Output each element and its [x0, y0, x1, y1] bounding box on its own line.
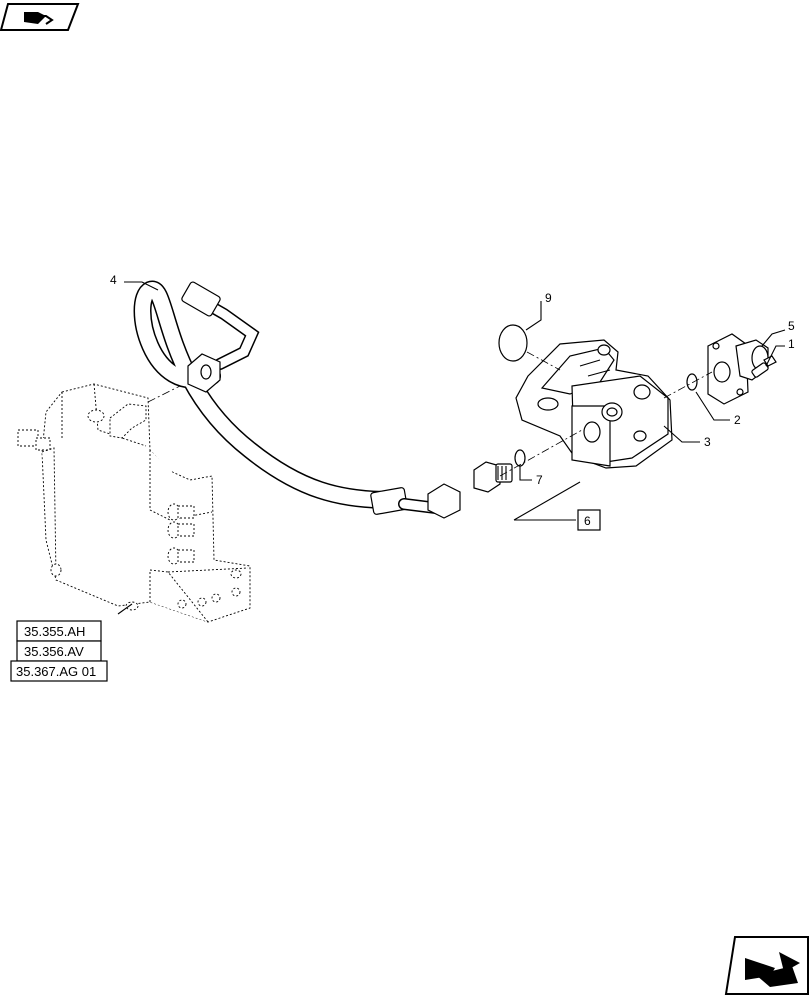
- callout-3: 3: [704, 435, 711, 449]
- next-page-icon[interactable]: [724, 936, 809, 995]
- leader-lines: [117, 281, 786, 615]
- callout-9: 9: [545, 291, 552, 305]
- svg-text:35.356.AV: 35.356.AV: [24, 644, 84, 659]
- callout-7: 7: [536, 473, 543, 487]
- assembly-centerlines: [147, 351, 713, 477]
- previous-page-icon[interactable]: [0, 3, 80, 31]
- seal-2: [686, 373, 698, 391]
- callout-6-box[interactable]: 6: [577, 509, 601, 531]
- pump-assembly: [515, 339, 673, 469]
- callout-2: 2: [734, 413, 741, 427]
- o-ring-7: [514, 449, 526, 467]
- control-valve-block: [17, 383, 251, 623]
- svg-text:35.367.AG 01: 35.367.AG 01: [16, 664, 96, 679]
- reference-link-1[interactable]: 35.355.AH: [16, 620, 102, 642]
- reference-link-2[interactable]: 35.356.AV: [16, 640, 102, 662]
- callout-1: 1: [788, 337, 795, 351]
- o-ring-9: [498, 324, 528, 362]
- adapter-fitting: [473, 461, 513, 493]
- reference-link-3[interactable]: 35.367.AG 01: [10, 660, 108, 682]
- callout-4: 4: [110, 273, 117, 287]
- hydraulic-hose: [133, 280, 461, 519]
- svg-text:35.355.AH: 35.355.AH: [24, 624, 85, 639]
- callout-5: 5: [788, 319, 795, 333]
- svg-text:6: 6: [584, 514, 591, 528]
